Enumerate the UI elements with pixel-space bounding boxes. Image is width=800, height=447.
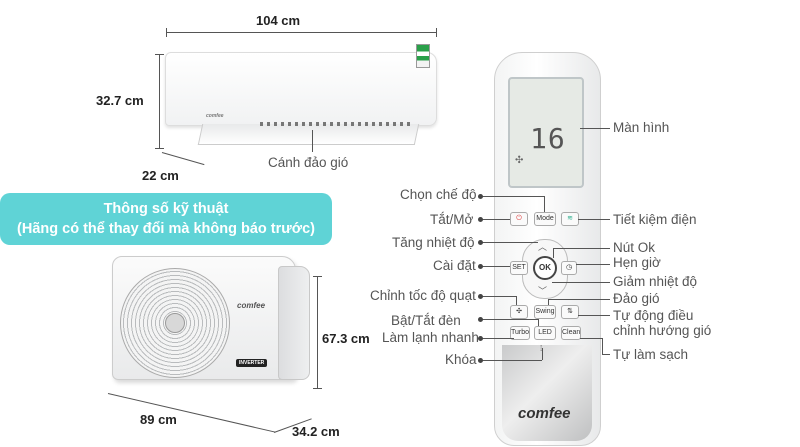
power-button[interactable]: ⏻ xyxy=(510,212,528,226)
indoor-vent xyxy=(260,122,410,126)
remote-lower-panel xyxy=(502,345,592,441)
remote-lcd-screen xyxy=(508,77,584,188)
fan-speed-button[interactable]: ✣ xyxy=(510,305,528,319)
timer-button[interactable]: ◷ xyxy=(561,261,577,275)
dim-indoor-width: 104 cm xyxy=(256,13,301,28)
led-button[interactable]: LED xyxy=(534,326,556,340)
dim-outdoor-width: 89 cm xyxy=(140,412,177,427)
dim-line-indoor-depth xyxy=(161,152,205,166)
dim-line-indoor-height xyxy=(159,54,160,148)
dim-outdoor-depth: 34.2 cm xyxy=(292,424,340,439)
label-set: Cài đặt xyxy=(433,258,476,273)
label-ok: Nút Ok xyxy=(613,240,656,255)
outdoor-brand-logo: comfee xyxy=(237,301,266,310)
label-louver: Cánh đảo gió xyxy=(268,155,349,170)
label-temp-down: Giảm nhiệt độ xyxy=(613,274,698,289)
specs-note: (Hãng có thể thay đổi mà không báo trước… xyxy=(17,221,315,237)
label-screen: Màn hình xyxy=(613,120,670,135)
remote-screen-temp: 16 xyxy=(530,122,566,155)
auto-swing-button[interactable]: ⇅ xyxy=(561,305,579,319)
label-auto-swing: Tự động điều chỉnh hướng gió xyxy=(613,308,712,338)
label-timer: Hẹn giờ xyxy=(613,255,661,270)
remote-brand-logo: comfee xyxy=(518,405,571,422)
label-power: Tắt/Mở xyxy=(430,212,474,227)
label-light: Bật/Tắt đèn xyxy=(391,313,461,328)
mode-button[interactable]: Mode xyxy=(534,212,556,226)
dim-outdoor-height: 67.3 cm xyxy=(322,331,370,346)
dim-indoor-depth: 22 cm xyxy=(142,168,179,183)
outdoor-unit-side xyxy=(278,266,310,380)
set-button[interactable]: SET xyxy=(510,261,528,275)
dim-line-indoor-width xyxy=(166,32,436,33)
dim-line-outdoor-width xyxy=(107,393,276,433)
dim-line-outdoor-height xyxy=(317,276,318,388)
swing-button[interactable]: Swing xyxy=(534,305,556,319)
clean-button[interactable]: Clean xyxy=(561,326,581,340)
indoor-louver xyxy=(197,124,420,145)
temp-up-button[interactable]: ︿ xyxy=(538,242,548,252)
eco-button[interactable]: ≋ xyxy=(561,212,579,226)
label-lock: Khóa xyxy=(445,352,477,367)
specs-title: Thông số kỹ thuật xyxy=(103,201,229,217)
remote-screen-fan-icon: ✣ xyxy=(515,155,524,166)
label-eco: Tiết kiệm điện xyxy=(613,212,697,227)
turbo-button[interactable]: Turbo xyxy=(510,326,530,340)
indoor-unit-image xyxy=(165,52,437,126)
specs-badge: Thông số kỹ thuật (Hãng có thể thay đổi … xyxy=(0,193,332,245)
label-self-clean: Tự làm sạch xyxy=(613,347,689,362)
energy-label-icon xyxy=(416,44,430,68)
ok-button[interactable]: OK xyxy=(533,256,557,280)
outdoor-fan-hub xyxy=(165,313,185,333)
label-temp-up: Tăng nhiệt độ xyxy=(392,235,475,250)
label-mode: Chọn chế độ xyxy=(400,187,477,202)
indoor-brand-logo: comfee xyxy=(206,113,224,119)
label-swing: Đảo gió xyxy=(613,291,660,306)
outdoor-inverter-badge: INVERTER xyxy=(236,359,268,367)
dim-indoor-height: 32.7 cm xyxy=(96,93,144,108)
lock-indicator-icon: ⁞ xyxy=(540,344,542,353)
label-fan-speed: Chỉnh tốc độ quạt xyxy=(370,288,476,303)
temp-down-button[interactable]: ﹀ xyxy=(538,286,548,296)
label-turbo: Làm lạnh nhanh xyxy=(382,330,479,345)
